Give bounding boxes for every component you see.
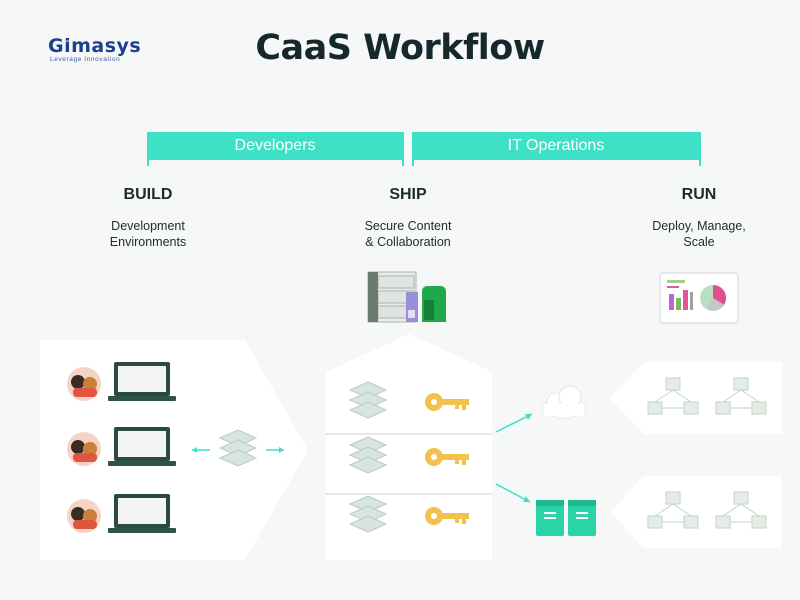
developer-row-3 <box>67 494 176 533</box>
registry-cabinet-icon <box>367 271 446 323</box>
page-title: CaaS Workflow <box>255 28 545 68</box>
stage-build-title: BUILD <box>123 186 173 203</box>
build-panel <box>40 340 308 560</box>
cloud-icon <box>541 385 587 419</box>
signed-images <box>348 381 469 533</box>
logo-tagline: Leverage Innovation <box>50 56 121 63</box>
stage-run-desc: Deploy, Manage, Scale <box>619 218 779 250</box>
developer-workstations <box>67 362 176 533</box>
stage-run-line1: Deploy, Manage, <box>652 219 746 233</box>
it-operations-band: IT Operations <box>412 132 700 160</box>
developer-row-1 <box>67 362 176 401</box>
run-cluster-top <box>610 362 782 434</box>
stage-build-line1: Development <box>111 219 185 233</box>
developers-band: Developers <box>148 132 402 160</box>
run-cluster-bottom <box>610 476 782 548</box>
signed-image-row-3 <box>348 495 469 533</box>
signed-image-row-2 <box>348 436 469 474</box>
server-icon <box>536 500 596 536</box>
stage-ship-line2: & Collaboration <box>365 235 451 249</box>
deploy-targets <box>495 385 596 536</box>
gimasys-logo: Gimasys Leverage Innovation <box>48 36 141 63</box>
stage-run-title: RUN <box>681 186 717 203</box>
dashboard-icon <box>659 272 739 324</box>
stage-build-line2: Environments <box>109 235 187 249</box>
stage-build-desc: Development Environments <box>68 218 228 250</box>
image-stack-transfer <box>192 429 284 467</box>
run-clusters <box>610 362 782 548</box>
logo-name: Gimasys <box>48 35 142 57</box>
developer-row-2 <box>67 427 176 466</box>
layers-icon <box>218 429 258 467</box>
stage-ship-title: SHIP <box>389 186 427 203</box>
band-brackets <box>147 132 701 166</box>
stage-run-line2: Scale <box>683 235 715 249</box>
signed-image-row-1 <box>348 381 469 419</box>
stage-ship-line1: Secure Content <box>364 219 452 233</box>
stage-ship-desc: Secure Content & Collaboration <box>328 218 488 250</box>
